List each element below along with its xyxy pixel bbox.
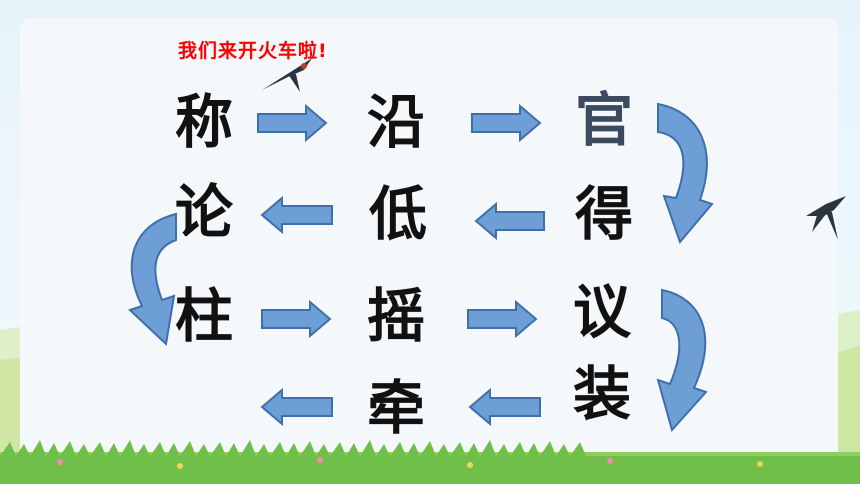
char-zhu: 柱 <box>174 282 233 350</box>
char-yi: 议 <box>572 278 631 346</box>
arrow-left-2 <box>260 195 333 235</box>
arrow-right-3 <box>261 299 332 339</box>
char-zhuang: 装 <box>572 360 631 428</box>
slide-title: 我们来开火车啦! <box>178 40 328 62</box>
char-di: 低 <box>368 180 427 248</box>
char-yan: 沿 <box>366 88 425 156</box>
arrow-left-3 <box>468 387 541 427</box>
curved-arrow-3 <box>656 288 708 433</box>
curved-arrow-1 <box>657 102 714 244</box>
char-guan: 官 <box>574 86 633 154</box>
arrow-right-2 <box>471 103 542 143</box>
arrow-left-4 <box>260 387 333 427</box>
char-qian: 牵 <box>366 374 425 442</box>
char-cheng: 称 <box>174 88 233 156</box>
curved-arrow-2 <box>128 212 177 347</box>
arrow-right-4 <box>467 299 538 339</box>
arrow-left-1 <box>474 201 545 241</box>
char-de: 得 <box>574 180 633 248</box>
char-yao: 摇 <box>366 282 425 350</box>
arrow-right-1 <box>257 103 328 143</box>
char-lun: 论 <box>174 178 233 246</box>
